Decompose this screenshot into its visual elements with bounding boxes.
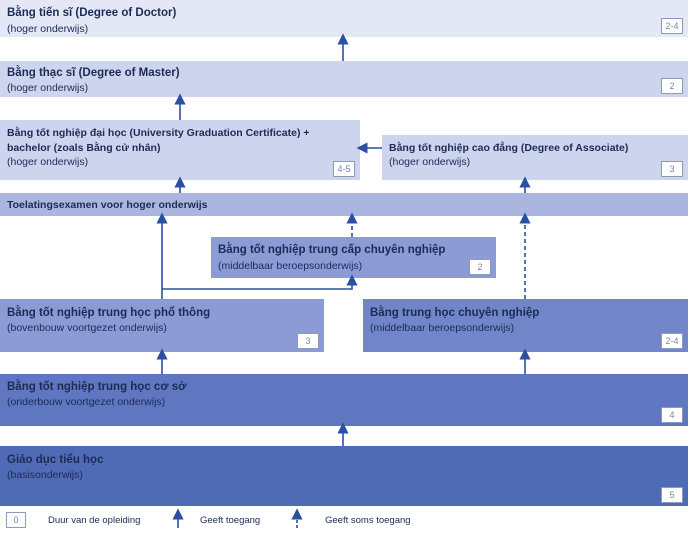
- university-graduation-box: Bằng tốt nghiệp đại học (University Grad…: [0, 120, 360, 180]
- entrance-exam-bar: Toelatingsexamen voor hoger onderwijs: [0, 193, 688, 216]
- associate-degree-box: Bằng tốt nghiệp cao đẳng (Degree of Asso…: [382, 135, 688, 180]
- secondary-vocational-box: Bằng tốt nghiệp trung cấp chuyên nghiệp …: [211, 237, 496, 278]
- legend-access-label: Geeft toegang: [200, 515, 261, 526]
- primary-education-box: Giáo dục tiểu học (basisonderwijs) 5: [0, 446, 688, 506]
- university-title-line2: bachelor (zoals Bằng cử nhân): [7, 142, 161, 154]
- degree-master-box: Bằng thạc sĩ (Degree of Master) (hoger o…: [0, 61, 688, 97]
- duration-badge: 4-5: [333, 161, 355, 177]
- lower-secondary-title: Bằng tốt nghiệp trung học cơ sở: [7, 381, 187, 393]
- vocational-secondary-box: Bằng trung học chuyên nghiệp (middelbaar…: [363, 299, 688, 352]
- access-arrow: [162, 274, 358, 290]
- duration-badge: 2-4: [661, 18, 683, 34]
- degree-master-sub: (hoger onderwijs): [7, 82, 89, 94]
- legend-duration-label: Duur van de opleiding: [48, 515, 141, 526]
- university-sub: (hoger onderwijs): [7, 156, 89, 168]
- primary-title: Giáo dục tiểu học: [7, 454, 104, 466]
- upper-secondary-box: Bằng tốt nghiệp trung học phổ thông (bov…: [0, 299, 324, 352]
- degree-master-title: Bằng thạc sĩ (Degree of Master): [7, 67, 180, 79]
- lower-secondary-box: Bằng tốt nghiệp trung học cơ sở (onderbo…: [0, 374, 688, 426]
- primary-sub: (basisonderwijs): [7, 469, 83, 481]
- legend-sometimes-access-label: Geeft soms toegang: [325, 515, 411, 526]
- legend-duration-swatch: 0: [6, 512, 26, 528]
- lower-secondary-sub: (onderbouw voortgezet onderwijs): [7, 396, 166, 408]
- duration-badge: 5: [661, 487, 683, 503]
- duration-badge: 2: [661, 78, 683, 94]
- degree-doctor-box: Bằng tiến sĩ (Degree of Doctor) (hoger o…: [0, 0, 688, 37]
- associate-title: Bằng tốt nghiệp cao đẳng (Degree of Asso…: [389, 142, 629, 154]
- degree-doctor-sub: (hoger onderwijs): [7, 23, 89, 35]
- degree-doctor-title: Bằng tiến sĩ (Degree of Doctor): [7, 7, 177, 19]
- entrance-exam-title: Toelatingsexamen voor hoger onderwijs: [7, 199, 208, 211]
- duration-badge: 4: [661, 407, 683, 423]
- duration-badge: 3: [661, 161, 683, 177]
- associate-sub: (hoger onderwijs): [389, 156, 471, 168]
- university-title-line1: Bằng tốt nghiệp đại học (University Grad…: [7, 127, 310, 139]
- vocational-secondary-sub: (middelbaar beroepsonderwijs): [370, 322, 515, 334]
- vocational-secondary-title: Bằng trung học chuyên nghiệp: [370, 307, 540, 319]
- upper-secondary-title: Bằng tốt nghiệp trung học phổ thông: [7, 307, 211, 319]
- duration-badge: 2-4: [661, 333, 683, 349]
- secondary-vocational-sub: (middelbaar beroepsonderwijs): [218, 260, 363, 272]
- secondary-vocational-title: Bằng tốt nghiệp trung cấp chuyên nghiệp: [218, 244, 446, 256]
- upper-secondary-sub: (bovenbouw voortgezet onderwijs): [7, 322, 167, 334]
- duration-badge: 3: [297, 333, 319, 349]
- duration-badge: 2: [469, 259, 491, 275]
